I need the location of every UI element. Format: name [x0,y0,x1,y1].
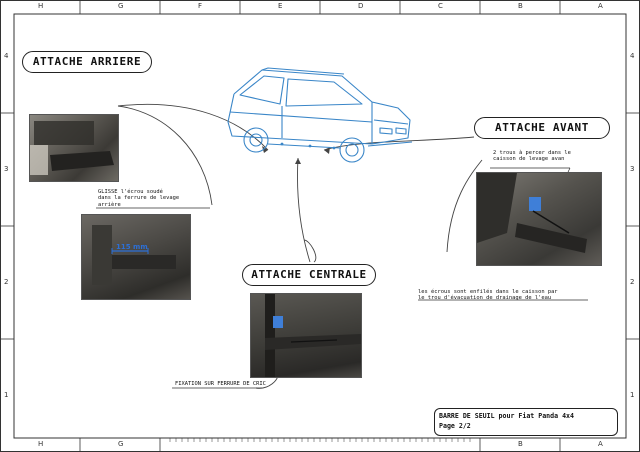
grid-col-top-f: F [198,2,203,10]
grid-row-right-4: 4 [630,52,635,60]
grid-col-bottom-a: A [598,440,603,448]
central-attach-label: ATTACHE CENTRALE [242,264,376,286]
front-note-top: 2 trous à percer dans le caisson de leva… [493,150,571,163]
grid-row-right-1: 1 [630,391,635,399]
car-drawing [227,67,413,163]
front-photo [476,172,602,266]
front-note-bottom: les écrous sont enfilés dans le caisson … [418,289,558,302]
grid-row-right-2: 2 [630,278,635,286]
rear-note: GLISSE l'écrou soudé dans la ferrure de … [98,189,180,208]
grid-col-top-d: D [358,2,364,10]
grid-row-left-1: 1 [4,391,9,399]
grid-col-top-e: E [278,2,283,10]
grid-col-top-c: C [438,2,443,10]
grid-row-right-3: 3 [630,165,635,173]
grid-col-bottom-g: G [118,440,124,448]
title-line-1: BARRE DE SEUIL pour Fiat Panda 4x4 [439,412,574,420]
central-note: FIXATION SUR FERRURE DE CRIC [175,381,266,387]
measure-label: 115 mm [116,243,148,251]
central-photo [250,293,362,378]
rear-photo-bottom: 115 mm [81,214,191,300]
rear-photo-top [29,114,119,182]
grid-col-top-h: H [38,2,44,10]
grid-col-bottom-h: H [38,440,44,448]
grid-col-bottom-b: B [518,440,523,448]
grid-row-left-2: 2 [4,278,9,286]
grid-col-top-b: B [518,2,523,10]
grid-col-top-a: A [598,2,603,10]
rear-attach-label: ATTACHE ARRIERE [22,51,152,73]
title-block: BARRE DE SEUIL pour Fiat Panda 4x4 Page … [434,408,618,436]
grid-row-left-4: 4 [4,52,9,60]
title-line-2: Page 2/2 [439,422,471,430]
front-attach-label: ATTACHE AVANT [474,117,610,139]
grid-col-top-g: G [118,2,124,10]
grid-row-left-3: 3 [4,165,9,173]
